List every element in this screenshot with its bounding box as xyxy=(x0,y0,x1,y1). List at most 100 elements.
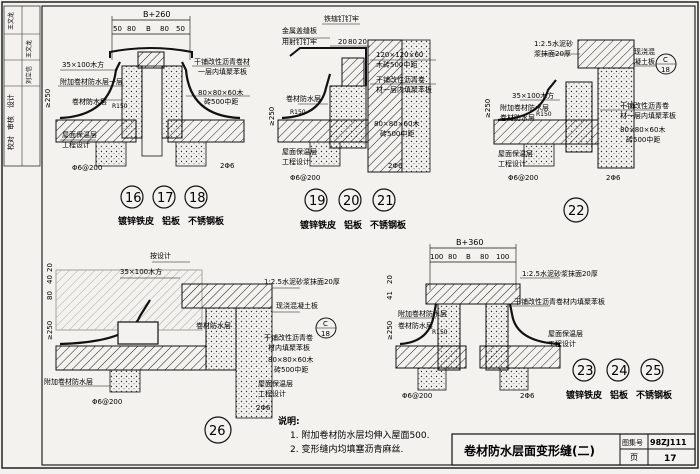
page-value: 17 xyxy=(664,454,677,464)
d5-dim-top: B+360 xyxy=(456,238,483,247)
d4-dim-2: 20 xyxy=(46,263,54,272)
detail-19-21: 20 80 20 铁辖钉钉牢 金属盖缝板 用射钉钉牢 120×120×60 木砖… xyxy=(268,14,436,231)
d1-bar1: Φ6@200 xyxy=(72,164,102,172)
d4-ref-b: 18 xyxy=(321,330,330,338)
d5-dim-4: 100 xyxy=(496,253,509,261)
d5-insul-a: 屋面保温层 xyxy=(548,329,583,338)
sheet-title: 卷材防水层面变形缝(二) xyxy=(463,443,595,458)
signature-strip: 审核 校对 设计 王文龙 王文龙 刘立信 xyxy=(3,5,41,167)
d1-insul-a: 屋面保温层 xyxy=(62,130,97,139)
detail-26: 按设计 35×100木方 1:2.5水泥砂浆抹面20厚 现浇混凝土板 卷材防水层… xyxy=(44,251,340,444)
d1-num-0: 16 xyxy=(125,191,142,206)
d5-mat-1: 铝板 xyxy=(610,389,629,401)
d4-wood2: 80×80×60木 xyxy=(268,355,313,364)
d2-layer: 卷材防水层 xyxy=(286,94,321,103)
d1-aux: 附加卷材防水层一层 xyxy=(60,77,123,86)
d5-dim-1: 80 xyxy=(448,253,457,261)
d3-insul-b: 工程设计 xyxy=(498,159,526,168)
d3-num: 22 xyxy=(568,204,585,219)
d4-num: 26 xyxy=(209,424,226,439)
d2-metal: 金属盖缝板 xyxy=(282,26,317,35)
d5-mat-0: 镀锌铁皮 xyxy=(566,389,603,401)
detail-22: C 18 1:2.5水泥砂 浆抹面20厚 现浇混 凝土板 35×100木方 附加… xyxy=(484,39,677,223)
d4-dim-0: 80 xyxy=(46,291,54,300)
d5-layer: 卷材防水层 xyxy=(398,321,433,330)
strip-row-3: 设计 xyxy=(6,94,15,108)
d5-num-2: 25 xyxy=(645,364,662,379)
atlas-label: 图集号 xyxy=(622,438,643,447)
d1-dim-top: B+260 xyxy=(143,10,170,19)
d4-spacing: 砖500中距 xyxy=(274,365,308,374)
notes-item-1: 1. 附加卷材防水层均伸入屋面500. xyxy=(290,429,430,441)
d2-r150: R150 xyxy=(290,109,306,116)
d3-wood: 35×100木方 xyxy=(512,91,554,100)
d4-bitumen-a: 干铺改性沥青卷 xyxy=(264,333,313,342)
d1-gt250: ≥250 xyxy=(44,89,52,108)
d1-num-1: 17 xyxy=(157,191,174,206)
d1-r150: R150 xyxy=(112,103,128,110)
d5-num-1: 24 xyxy=(611,364,628,379)
d4-insul-a: 屋面保温层 xyxy=(258,379,293,388)
d4-concrete: 现浇混凝土板 xyxy=(276,301,318,310)
d3-mortar-b: 浆抹面20厚 xyxy=(534,49,571,58)
d2-bar1: Φ6@200 xyxy=(290,174,320,182)
d2-dim-b: 80 xyxy=(348,38,357,46)
d2-mat-1: 铝板 xyxy=(344,219,363,231)
d1-spacing: 砖500中距 xyxy=(204,97,238,106)
d5-gt250: ≥250 xyxy=(386,321,394,340)
strip-name-3: 刘立信 xyxy=(25,66,33,84)
d2-wood: 120×120×60 xyxy=(376,51,423,59)
strip-row-2: 校对 xyxy=(6,136,15,150)
d2-wood2: 80×80×60木 xyxy=(374,119,419,128)
strip-row-1: 审核 xyxy=(6,116,15,130)
d2-spacing2: 砖500中距 xyxy=(380,129,414,138)
d5-bar1: Φ6@200 xyxy=(402,392,432,400)
d2-bolt: 用射钉钉牢 xyxy=(282,37,317,46)
notes-heading: 说明: xyxy=(278,415,300,427)
d4-layer: 卷材防水层 xyxy=(196,321,231,330)
d2-dim-a: 20 xyxy=(338,38,347,46)
d3-r150: R150 xyxy=(536,111,552,118)
d3-ref-b: 18 xyxy=(661,66,670,74)
d5-dim-2: B xyxy=(466,253,471,261)
d1-dim-4: 50 xyxy=(176,25,185,33)
d3-gt250: ≥250 xyxy=(484,99,492,118)
d4-insul-b: 工程设计 xyxy=(258,389,286,398)
d2-gt250: ≥250 xyxy=(268,107,276,126)
d1-dim-2: B xyxy=(146,25,151,33)
d4-bar1: Φ6@200 xyxy=(92,398,122,406)
d1-bar2: 2Φ6 xyxy=(220,162,235,170)
d4-ref-a: C xyxy=(323,320,328,328)
d2-bitumen-b: 材一层内填聚苯板 xyxy=(376,85,432,94)
d4-mortar: 1:2.5水泥砂浆抹面20厚 xyxy=(264,277,340,286)
d1-insul-b: 工程设计 xyxy=(62,140,90,149)
atlas-value: 98ZJ111 xyxy=(650,438,687,447)
d3-concrete-b: 凝土板 xyxy=(634,57,655,66)
d3-ref-a: C xyxy=(663,56,668,64)
d4-aux: 附加卷材防水层 xyxy=(44,377,93,386)
d1-wood2: 80×80×60木 xyxy=(198,88,243,97)
d5-dim-3: 80 xyxy=(480,253,489,261)
d4-bar2: 2Φ6 xyxy=(256,404,271,412)
d2-dim-c: 20 xyxy=(358,38,367,46)
d1-bitumen-a: 干铺改性沥青卷材 xyxy=(194,57,250,66)
d5-mortar: 1:2.5水泥砂浆抹面20厚 xyxy=(522,269,598,278)
d5-bar2: 2Φ6 xyxy=(520,392,535,400)
d2-nail: 铁辖钉钉牢 xyxy=(324,14,359,23)
d1-bitumen-b: 一层内填聚苯板 xyxy=(198,67,247,76)
d1-num-2: 18 xyxy=(189,191,206,206)
d1-mat-2: 不锈钢板 xyxy=(188,215,225,227)
d4-gt250: ≥250 xyxy=(46,321,54,340)
d2-num-0: 19 xyxy=(309,194,326,209)
notes: 说明: 1. 附加卷材防水层均伸入屋面500. 2. 变形缝内均填塞沥青麻丝. xyxy=(278,415,430,455)
d3-aux: 附加卷材防水层 xyxy=(500,103,549,112)
d5-dim-side-1: 20 xyxy=(386,275,394,284)
d2-bitumen-a: 干铺改性沥青卷 xyxy=(376,75,425,84)
d1-mat-1: 铝板 xyxy=(162,215,181,227)
d4-design: 按设计 xyxy=(150,251,171,260)
d1-wood: 35×100木方 xyxy=(62,60,104,69)
d3-concrete-a: 现浇混 xyxy=(634,47,655,56)
